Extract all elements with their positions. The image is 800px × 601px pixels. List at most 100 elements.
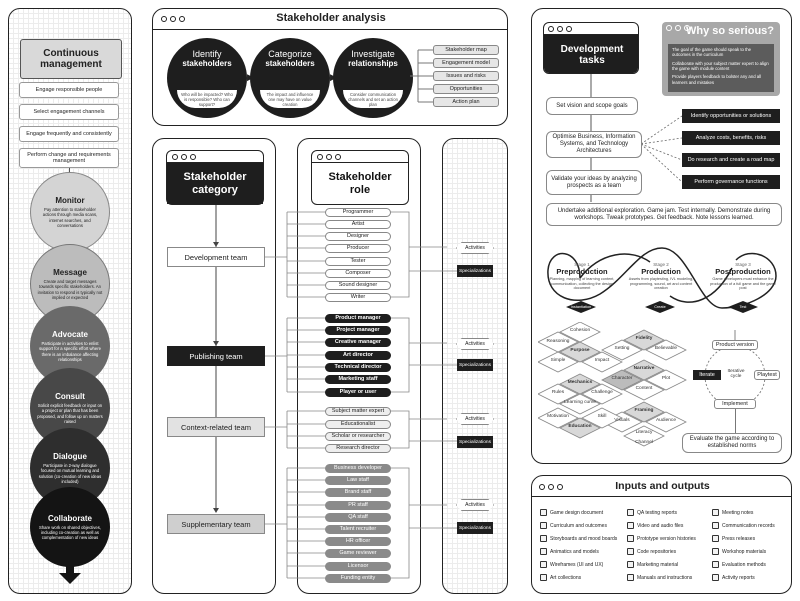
window-dots-icon <box>172 154 196 160</box>
io-item: Game design document <box>540 509 603 516</box>
document-icon <box>540 561 547 568</box>
title-divider <box>153 29 507 30</box>
top-left-accent <box>9 9 131 37</box>
document-icon <box>627 548 634 555</box>
role-item: Writer <box>325 293 391 302</box>
activities-node: Activities <box>456 338 494 350</box>
phase-stage: Stage 2 <box>653 262 669 267</box>
document-icon <box>540 509 547 516</box>
circle-desc: Create and target messages towards speci… <box>37 279 103 300</box>
sa-output-connectors <box>410 49 434 103</box>
circle-line1: Investigate <box>351 49 395 59</box>
window-dots-icon <box>548 26 572 32</box>
document-icon <box>540 574 547 581</box>
phase-out-marker: Instantiation <box>566 301 596 313</box>
circle-line2: stakeholders <box>182 59 232 69</box>
document-icon <box>627 509 634 516</box>
diamond-group-name: Purpose <box>570 348 590 353</box>
cycle-center: Iterative cycle <box>727 369 745 379</box>
diamond-item: Visuals <box>614 418 630 423</box>
dev-step: Validate your ideas by analyzing prospec… <box>546 170 642 195</box>
inputs-outputs-panel: Inputs and outputs <box>531 475 792 594</box>
role-item: Game reviewer <box>325 549 391 558</box>
role-item: Subject matter expert <box>325 407 391 416</box>
role-card: Stakeholder role <box>311 150 409 205</box>
io-item: Marketing material <box>627 561 678 568</box>
circle-desc: Participate in 2-way dialogue focused on… <box>38 463 102 484</box>
activities-node: Activities <box>456 413 494 425</box>
dev-side-task: Analyze costs, benefits, risks <box>682 131 780 145</box>
circle-title: Collaborate <box>47 513 92 523</box>
role-item: Composer <box>325 269 391 278</box>
circle-title: Dialogue <box>53 452 87 462</box>
circle-desc: Participate in activities to enlist supp… <box>39 341 101 362</box>
why-bullet: Provide players feedback to bolster any … <box>672 74 762 85</box>
diamond-item: Impact <box>594 358 610 363</box>
activities-node: Activities <box>456 499 494 511</box>
diamond-item: Cohesion <box>569 328 591 333</box>
dev-step: Optimise Business, Information Systems, … <box>546 131 642 158</box>
io-item: Manuals and instructions <box>627 574 692 581</box>
circle-title: Message <box>53 268 87 278</box>
team-publishing: Publishing team <box>167 346 265 366</box>
phase-preproduction: Stage 1 Preproduction Planning, mapping … <box>548 262 616 291</box>
continuous-management-header: Continuous management <box>20 39 122 79</box>
io-item: Animatics and models <box>540 548 599 555</box>
io-item: Curriculum and outcomes <box>540 522 607 529</box>
why-bullet: Collaborate with your subject matter exp… <box>672 60 769 72</box>
role-item: Law staff <box>325 476 391 485</box>
role-item: Producer <box>325 244 391 253</box>
document-icon <box>627 574 634 581</box>
categorize-stakeholders-circle: Categorize stakeholders The impact and i… <box>250 38 330 118</box>
sa-output-item: Action plan <box>433 97 499 107</box>
circle-line1: Identify <box>192 49 222 59</box>
why-bullet: The goal of the game should speak to the… <box>672 47 752 58</box>
down-arrow-icon <box>59 563 81 584</box>
circle-monitor: Monitor Pay attention to stakeholder act… <box>30 172 110 252</box>
phase-stage: Stage 1 <box>574 262 590 267</box>
dev-side-task: Perform governance functions <box>682 175 780 189</box>
sa-output-item: Engagement model <box>433 58 499 68</box>
team-supplementary: Supplementary team <box>167 514 265 534</box>
sa-output-item: Opportunities <box>433 84 499 94</box>
mgmt-step: Perform change and requirements manageme… <box>19 148 119 168</box>
window-dots-icon <box>539 484 563 490</box>
phase-desc: Assets from playtesting, IVL modeling, p… <box>628 277 694 291</box>
category-title: Stakeholder category <box>167 163 263 204</box>
role-item: Sound designer <box>325 281 391 290</box>
team-context-related: Context-related team <box>167 417 265 437</box>
document-icon <box>627 522 634 529</box>
mgmt-step: Select engagement channels <box>19 104 119 120</box>
circle-title: Consult <box>55 392 85 402</box>
document-icon <box>540 535 547 542</box>
dev-flow-lines <box>590 74 683 202</box>
phase-desc: Game developers must enhance the product… <box>710 277 776 291</box>
phase-name: Production <box>641 267 681 276</box>
diamond-item: Character <box>611 376 633 381</box>
document-icon <box>712 574 719 581</box>
diamond-item: Reasoning <box>546 339 570 344</box>
role-item: Art director <box>325 351 391 360</box>
role-item: Brand staff <box>325 488 391 497</box>
role-title: Stakeholder role <box>328 171 392 196</box>
dev-tasks-title: Development tasks <box>544 35 638 73</box>
document-icon <box>540 548 547 555</box>
role-item: Product manager <box>325 314 391 323</box>
role-item: Player or user <box>325 388 391 397</box>
cycle-right: Playtest <box>754 370 780 380</box>
document-icon <box>712 509 719 516</box>
investigate-relationships-circle: Investigate relationships Consider commu… <box>333 38 413 118</box>
circle-desc: Share work on shared objectives, includi… <box>39 524 101 541</box>
window-dots-icon <box>161 16 185 22</box>
diamond-item: Skill <box>597 414 607 419</box>
diamond-item: Channel <box>635 440 653 445</box>
sa-output-item: Stakeholder map <box>433 45 499 55</box>
activities-node: Activities <box>456 242 494 254</box>
role-item: Project manager <box>325 326 391 335</box>
phase-name: Postproduction <box>715 267 771 276</box>
diamond-item: Plot <box>661 376 671 381</box>
io-item: Wireframes (UI and UX) <box>540 561 603 568</box>
circle-collaborate: Collaborate Share work on shared objecti… <box>30 487 110 567</box>
document-icon <box>712 548 719 555</box>
role-item: Marketing staff <box>325 375 391 384</box>
